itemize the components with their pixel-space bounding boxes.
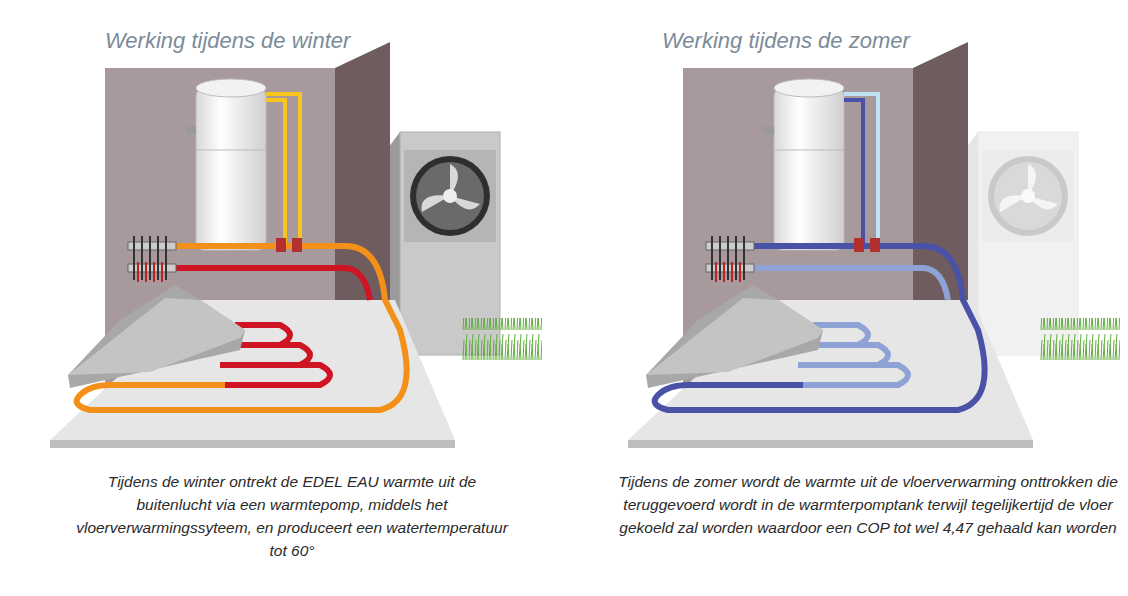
- panel-title: Werking tijdens de zomer: [662, 28, 910, 54]
- panel-title: Werking tijdens de winter: [105, 28, 350, 54]
- caption-text: Tijdens de winter ontrekt de EDEL EAU wa…: [72, 470, 512, 562]
- caption-text: Tijdens de zomer wordt de warmte uit de …: [618, 470, 1118, 539]
